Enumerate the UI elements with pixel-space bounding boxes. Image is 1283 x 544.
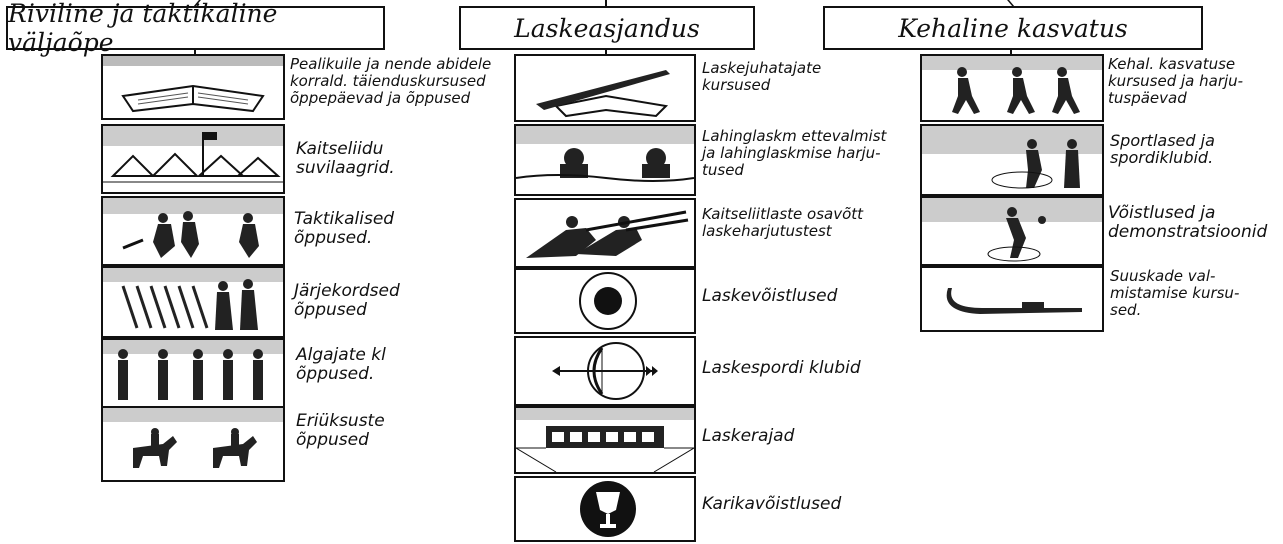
panel-runners	[920, 54, 1104, 122]
caption-shooting-7: Karikavõistlused	[702, 494, 842, 514]
soldiers-trench-icon	[516, 126, 694, 182]
header-drill: Riviline ja taktikaline väljaõpe	[6, 0, 385, 57]
panel-camp	[101, 124, 285, 194]
panel-tactical	[101, 196, 285, 266]
rifle-book-icon	[536, 70, 670, 118]
panel-athletes	[920, 124, 1104, 196]
beginner-soldiers-icon	[103, 340, 283, 400]
book-icon	[103, 56, 283, 113]
ski-icon	[946, 288, 1082, 314]
panel-ski	[920, 266, 1104, 332]
panel-range	[514, 406, 696, 474]
panel-discus	[920, 196, 1104, 266]
runners-icon	[922, 56, 1102, 114]
trophy-cup-icon	[580, 481, 636, 537]
caption-shooting-4: Laskevõistlused	[702, 286, 838, 306]
prone-shooters-icon	[526, 210, 689, 258]
caption-physical-4: Suuskade val-mistamise kursu-sed.	[1110, 267, 1240, 319]
connector-line	[194, 48, 196, 54]
header-shooting: Laskeasjandus	[459, 6, 755, 50]
caption-shooting-6: Laskerajad	[702, 426, 795, 446]
panel-cavalry	[101, 406, 285, 482]
athletes-icon	[922, 126, 1102, 189]
discus-thrower-icon	[922, 198, 1102, 262]
panel-prone	[514, 198, 696, 268]
camp-tents-icon	[103, 126, 283, 183]
bow-arrow-icon	[552, 342, 658, 400]
panel-book	[101, 54, 285, 120]
panel-beginners	[101, 338, 285, 408]
connector-line	[1010, 48, 1012, 54]
tactical-soldiers-icon	[103, 198, 283, 258]
panel-marching	[101, 266, 285, 338]
shooting-range-icon	[516, 408, 694, 472]
marching-column-icon	[103, 268, 283, 330]
cavalry-icon	[103, 408, 283, 468]
panel-trench	[514, 124, 696, 196]
target-icon	[579, 272, 637, 330]
connector-line	[605, 48, 607, 54]
panel-target	[514, 268, 696, 334]
panel-trophy	[514, 476, 696, 542]
panel-rifle-book	[514, 54, 696, 122]
header-physical: Kehaline kasvatus	[823, 6, 1203, 50]
caption-shooting-5: Laskespordi klubid	[702, 358, 861, 378]
connector-line	[605, 0, 607, 7]
panel-bow	[514, 336, 696, 406]
